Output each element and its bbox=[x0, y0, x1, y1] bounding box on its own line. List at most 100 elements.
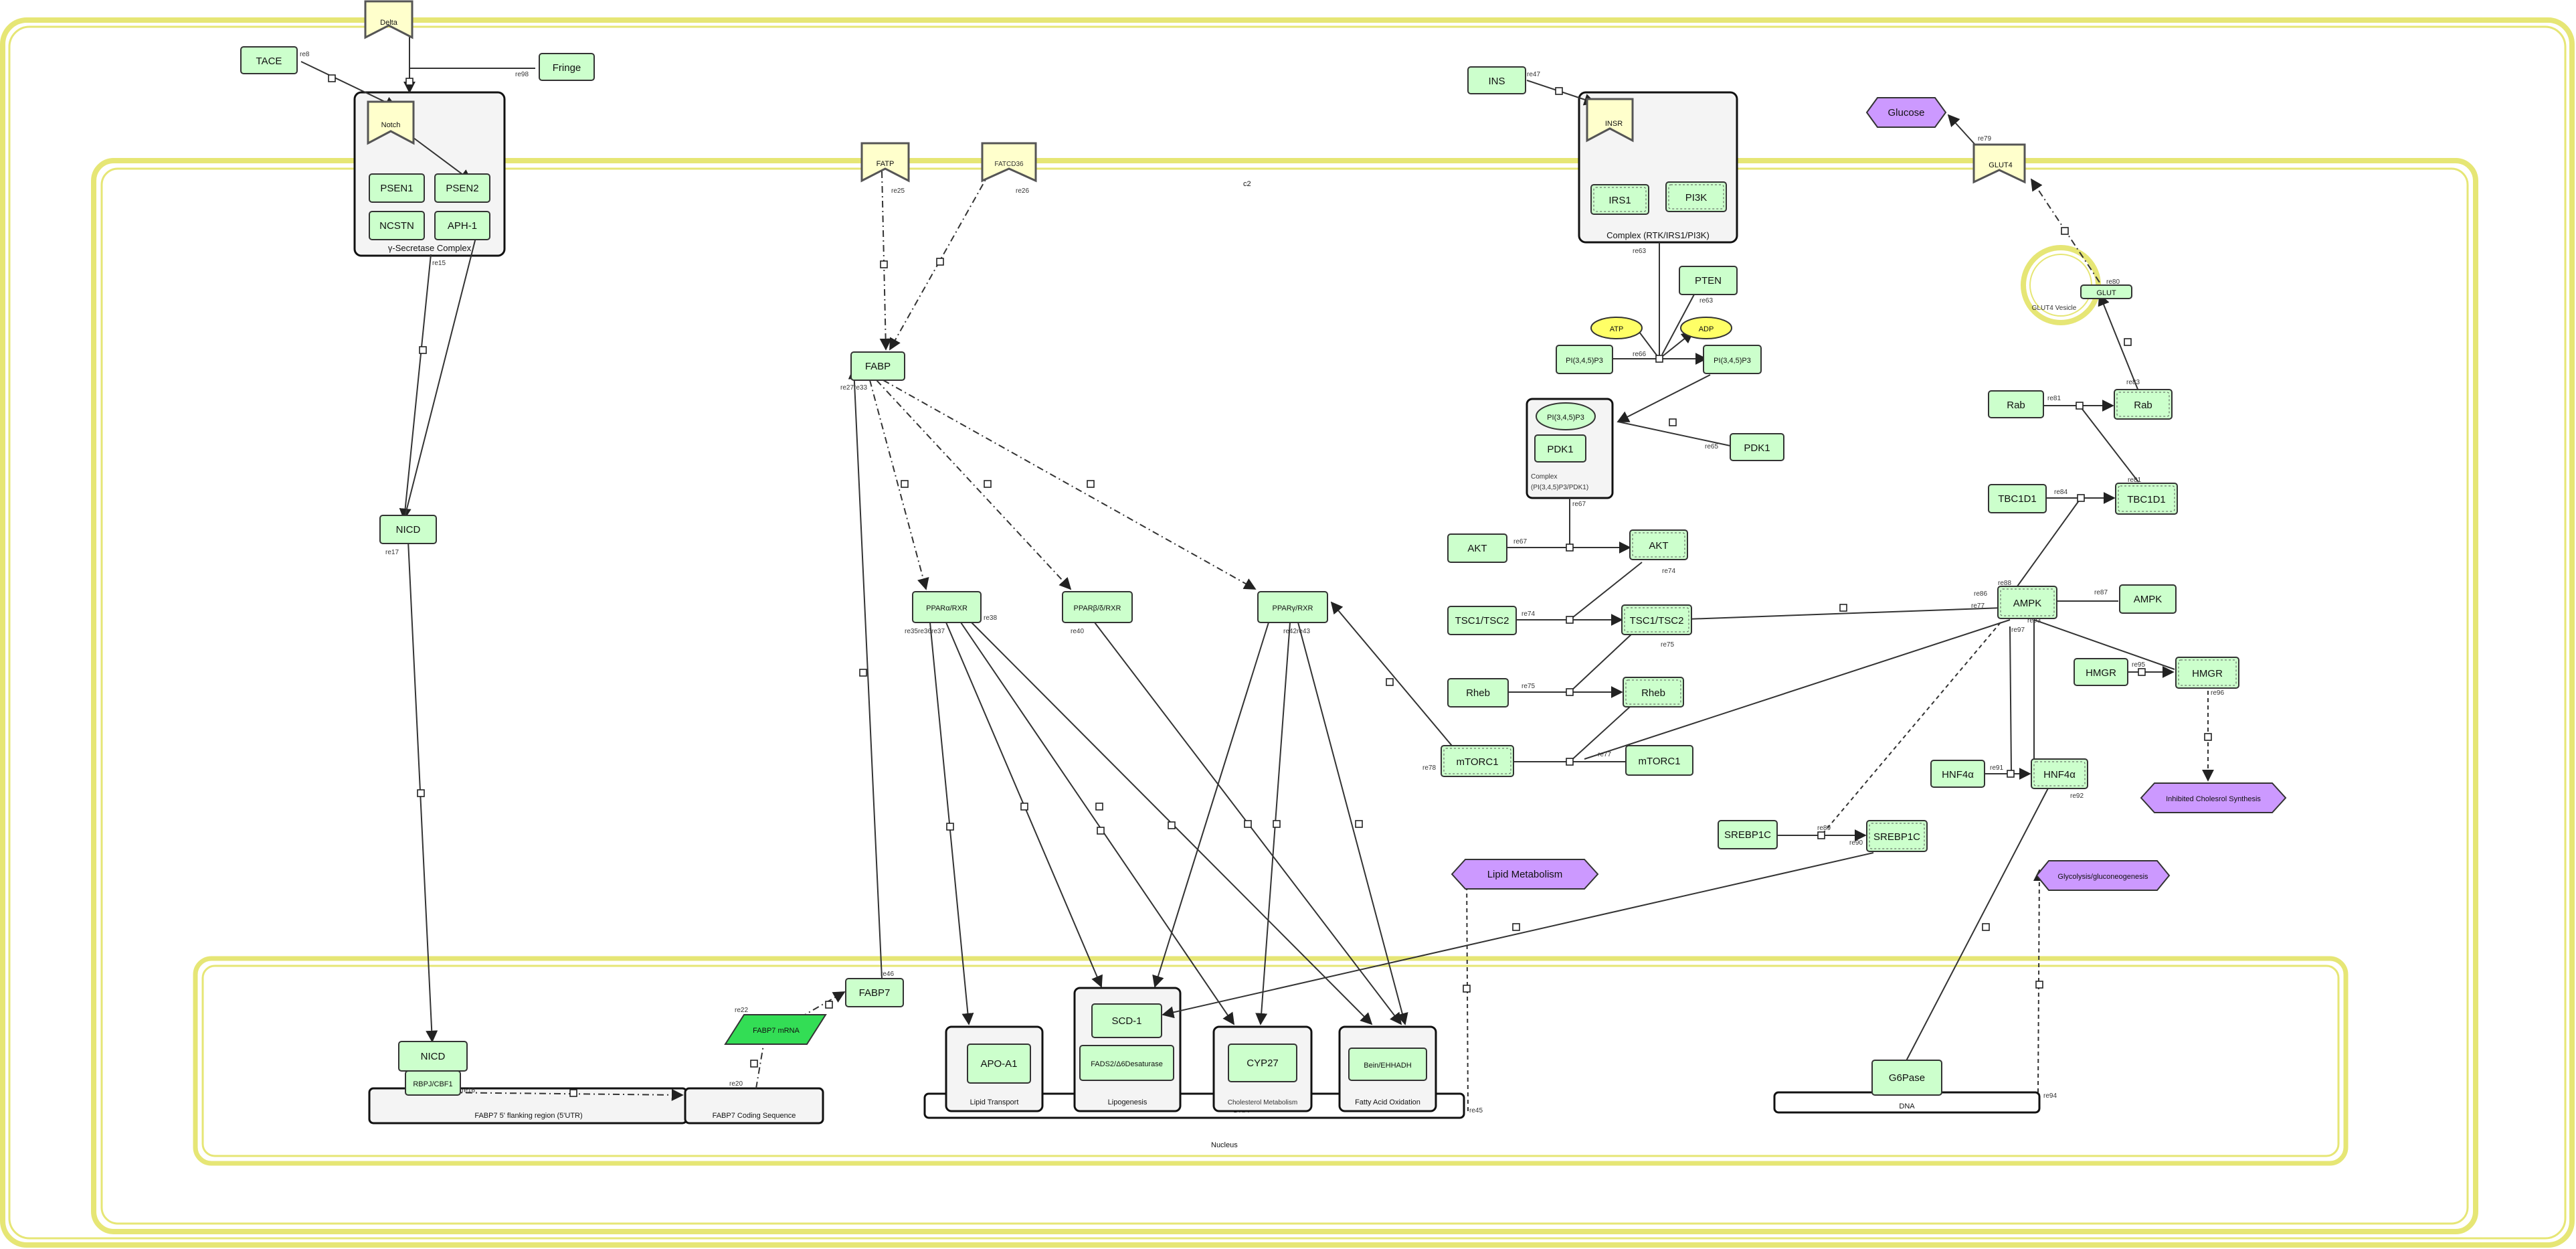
svg-text:re63: re63 bbox=[1699, 297, 1713, 305]
fatp-receptor[interactable]: FATP bbox=[860, 142, 910, 183]
pdk1-label: PDK1 bbox=[1744, 442, 1770, 454]
glycolysis-label: Glycolysis/gluconeogenesis bbox=[2057, 873, 2148, 881]
rab-active-label: Rab bbox=[2134, 400, 2152, 411]
svg-text:re22: re22 bbox=[735, 1007, 748, 1014]
fabp7-mrna-node[interactable]: FABP7 mRNA bbox=[724, 1014, 827, 1045]
psen1-node[interactable]: PSEN1 bbox=[369, 173, 425, 203]
mtorc1-active-node[interactable]: mTORC1 bbox=[1441, 745, 1514, 777]
tbc1d1-active-label: TBC1D1 bbox=[2127, 494, 2166, 505]
delta-receptor[interactable]: Delta bbox=[364, 0, 413, 39]
pip3-a-label: PI(3,4,5)P3 bbox=[1566, 357, 1603, 365]
pip3-complex-node[interactable]: PI(3,4,5)P3 bbox=[1536, 402, 1596, 430]
tsc-active-node[interactable]: TSC1/TSC2 bbox=[1621, 604, 1692, 635]
apoa1-node[interactable]: APO-A1 bbox=[967, 1044, 1031, 1084]
tsc-inactive-node[interactable]: TSC1/TSC2 bbox=[1447, 606, 1517, 635]
delta-label: Delta bbox=[380, 19, 398, 27]
hmgr-inactive-node[interactable]: HMGR bbox=[2074, 658, 2128, 686]
bein-ehhadh-node[interactable]: Bein/EHHADH bbox=[1348, 1048, 1427, 1081]
g6pase-node[interactable]: G6Pase bbox=[1871, 1060, 1942, 1096]
rbpj-node[interactable]: RBPJ/CBF1 bbox=[405, 1070, 461, 1096]
fringe-node[interactable]: Fringe bbox=[539, 53, 595, 81]
nucleus-label: Nucleus bbox=[1211, 1141, 1238, 1149]
mtorc1-inactive-node[interactable]: mTORC1 bbox=[1625, 745, 1693, 776]
ampk-active-node[interactable]: AMPK bbox=[1997, 586, 2057, 619]
srebp1c-active-node[interactable]: SREBP1C bbox=[1866, 820, 1928, 852]
glut-node[interactable]: GLUT bbox=[2080, 284, 2132, 299]
pdk1-complex-label-2: (PI(3,4,5)P3/PDK1) bbox=[1531, 484, 1588, 491]
ppar-gamma-node[interactable]: PPARγ/RXR bbox=[1257, 591, 1328, 623]
ppar-beta-delta-node[interactable]: PPARβ/δ/RXR bbox=[1062, 591, 1133, 623]
fabp-label: FABP bbox=[865, 361, 891, 372]
fatcd36-label: FATCD36 bbox=[994, 161, 1024, 168]
ncstn-label: NCSTN bbox=[379, 220, 414, 232]
rab-active-node[interactable]: Rab bbox=[2114, 389, 2173, 420]
ampk-active-label: AMPK bbox=[2013, 598, 2042, 609]
pi3k-node[interactable]: PI3K bbox=[1665, 181, 1727, 212]
tbc1d1-inactive-node[interactable]: TBC1D1 bbox=[1988, 484, 2047, 513]
notch-label: Notch bbox=[381, 121, 401, 129]
notch-receptor[interactable]: Notch bbox=[367, 100, 415, 145]
fatty-acid-oxidation-label: Fatty Acid Oxidation bbox=[1355, 1098, 1420, 1106]
ins-node[interactable]: INS bbox=[1467, 66, 1526, 94]
pdk1-node[interactable]: PDK1 bbox=[1730, 433, 1784, 461]
glut4-transporter[interactable]: GLUT4 bbox=[1972, 143, 2026, 184]
svg-text:re78: re78 bbox=[1422, 764, 1436, 772]
svg-text:re96: re96 bbox=[2211, 689, 2224, 697]
bein-ehhadh-label: Bein/EHHADH bbox=[1364, 1062, 1412, 1070]
akt-inactive-node[interactable]: AKT bbox=[1447, 533, 1507, 563]
rab-inactive-node[interactable]: Rab bbox=[1988, 390, 2044, 418]
fabp7-flanking-region[interactable]: FABP7 5' flanking region (5'UTR) bbox=[368, 1087, 688, 1125]
fabp-node[interactable]: FABP bbox=[850, 351, 905, 381]
hnf4a-active-node[interactable]: HNF4α bbox=[2031, 758, 2088, 789]
scd1-node[interactable]: SCD-1 bbox=[1091, 1003, 1162, 1038]
ppar-alpha-node[interactable]: PPARα/RXR bbox=[912, 591, 982, 623]
lipid-metabolism-node[interactable]: Lipid Metabolism bbox=[1451, 859, 1599, 890]
pdk1-complex-node[interactable]: PDK1 bbox=[1534, 434, 1586, 463]
tace-node[interactable]: TACE bbox=[240, 46, 298, 74]
glut4-label: GLUT4 bbox=[1989, 161, 2012, 169]
glucose-node[interactable]: Glucose bbox=[1865, 97, 1947, 128]
fabp7-node[interactable]: FABP7 bbox=[845, 978, 904, 1007]
irs1-node[interactable]: IRS1 bbox=[1590, 184, 1649, 215]
svg-text:re67: re67 bbox=[1513, 538, 1527, 546]
svg-text:re90: re90 bbox=[1849, 839, 1863, 847]
svg-text:re93: re93 bbox=[2027, 617, 2041, 624]
insr-receptor[interactable]: INSR bbox=[1586, 98, 1634, 143]
nicd-nucleus-node[interactable]: NICD bbox=[398, 1041, 468, 1072]
pip3-a-node[interactable]: PI(3,4,5)P3 bbox=[1556, 345, 1613, 374]
svg-text:re67: re67 bbox=[1572, 501, 1586, 508]
aph1-node[interactable]: APH-1 bbox=[434, 211, 490, 240]
aph1-label: APH-1 bbox=[448, 220, 477, 232]
rheb-active-node[interactable]: Rheb bbox=[1623, 677, 1684, 707]
ampk-inactive-node[interactable]: AMPK bbox=[2119, 584, 2177, 614]
svg-text:re65: re65 bbox=[1705, 443, 1718, 450]
inhibited-cholesterol-node[interactable]: Inhibited Cholesrol Synthesis bbox=[2140, 782, 2287, 813]
dna-region-main[interactable]: DNA bbox=[923, 1092, 1465, 1119]
ncstn-node[interactable]: NCSTN bbox=[369, 211, 425, 240]
tbc1d1-active-node[interactable]: TBC1D1 bbox=[2115, 483, 2178, 515]
pip3-b-node[interactable]: PI(3,4,5)P3 bbox=[1703, 345, 1762, 374]
reaction-labels: re8 re98 re25 re26 re15 re17 re27re33 re… bbox=[300, 51, 2224, 1114]
fabp7-coding-sequence[interactable]: FABP7 Coding Sequence bbox=[684, 1087, 824, 1125]
rheb-inactive-node[interactable]: Rheb bbox=[1447, 678, 1509, 707]
cytoplasm-compartment: c2 bbox=[91, 158, 2478, 1234]
adp-node[interactable]: ADP bbox=[1680, 317, 1732, 339]
srebp1c-inactive-node[interactable]: SREBP1C bbox=[1718, 820, 1778, 849]
glycolysis-node[interactable]: Glycolysis/gluconeogenesis bbox=[2035, 860, 2171, 891]
fatcd36-receptor[interactable]: FATCD36 bbox=[981, 142, 1037, 183]
nicd-nucleus-label: NICD bbox=[421, 1051, 446, 1062]
hmgr-active-label: HMGR bbox=[2192, 668, 2223, 679]
pten-node[interactable]: PTEN bbox=[1679, 266, 1738, 295]
svg-text:re74: re74 bbox=[1662, 568, 1675, 575]
atp-node[interactable]: ATP bbox=[1590, 317, 1643, 339]
cyp27-node[interactable]: CYP27 bbox=[1228, 1044, 1297, 1082]
svg-text:re16: re16 bbox=[462, 1087, 475, 1094]
psen2-node[interactable]: PSEN2 bbox=[434, 173, 490, 203]
hnf4a-inactive-node[interactable]: HNF4α bbox=[1930, 760, 1985, 788]
akt-active-node[interactable]: AKT bbox=[1629, 529, 1688, 560]
tbc1d1-inactive-label: TBC1D1 bbox=[1998, 493, 2037, 505]
svg-text:re17: re17 bbox=[385, 549, 399, 556]
nicd-cytoplasm-node[interactable]: NICD bbox=[379, 515, 437, 544]
hmgr-active-node[interactable]: HMGR bbox=[2175, 657, 2239, 689]
fads2-node[interactable]: FADS2/Δ6Desaturase bbox=[1079, 1045, 1174, 1081]
